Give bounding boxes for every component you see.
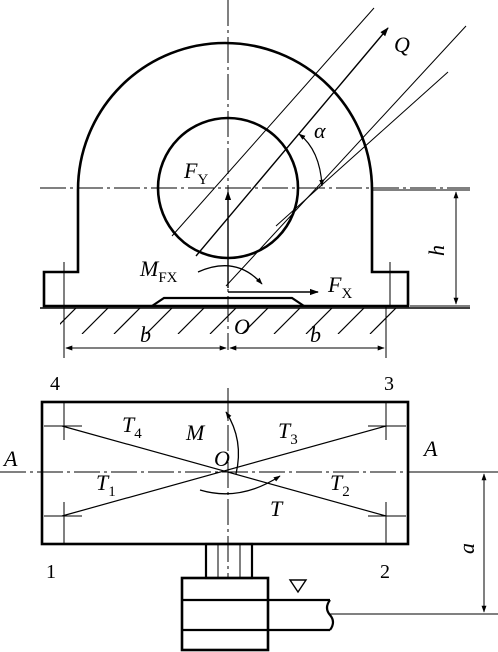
force-line-3 bbox=[225, 25, 467, 287]
label-alpha: α bbox=[314, 118, 326, 143]
label-b-right: b bbox=[310, 322, 321, 347]
label-A-left: A bbox=[2, 446, 18, 471]
label-O-top: O bbox=[214, 446, 230, 471]
moment-mfx-arrow bbox=[197, 265, 263, 285]
label-h: h bbox=[424, 245, 449, 256]
label-corner-4: 4 bbox=[50, 373, 60, 395]
label-corner-1: 1 bbox=[46, 561, 56, 583]
label-T4: T4 bbox=[122, 412, 142, 442]
torque-T-arrow bbox=[199, 475, 281, 495]
top-view bbox=[0, 388, 498, 652]
label-Q: Q bbox=[394, 32, 410, 57]
label-b-left: b bbox=[140, 322, 151, 347]
shaft-break bbox=[325, 599, 335, 631]
label-corner-2: 2 bbox=[380, 561, 390, 583]
ground-hatching bbox=[60, 308, 397, 334]
force-line-4 bbox=[275, 71, 449, 227]
label-MFX: MFX bbox=[139, 256, 178, 286]
label-FY: FY bbox=[183, 158, 208, 188]
label-T-torque: T bbox=[270, 496, 284, 521]
label-M: M bbox=[185, 420, 206, 445]
angle-alpha-arc bbox=[298, 133, 325, 187]
label-T1: T1 bbox=[96, 470, 116, 500]
label-T2: T2 bbox=[330, 470, 350, 500]
moment-M-arrow bbox=[225, 411, 240, 475]
label-A-right: A bbox=[422, 436, 438, 461]
shaft-neck bbox=[204, 542, 254, 580]
label-O-side: O bbox=[234, 314, 250, 339]
diagonal-4-2 bbox=[61, 425, 387, 517]
datum-triangle-icon bbox=[288, 579, 308, 594]
label-T3: T3 bbox=[278, 418, 298, 448]
label-corner-3: 3 bbox=[384, 373, 394, 395]
label-a: a bbox=[454, 543, 479, 554]
side-view bbox=[40, 0, 470, 358]
housing-outline bbox=[42, 41, 410, 308]
coupling-block bbox=[180, 576, 270, 652]
label-FX: FX bbox=[327, 272, 352, 302]
force-line-1 bbox=[171, 7, 375, 237]
